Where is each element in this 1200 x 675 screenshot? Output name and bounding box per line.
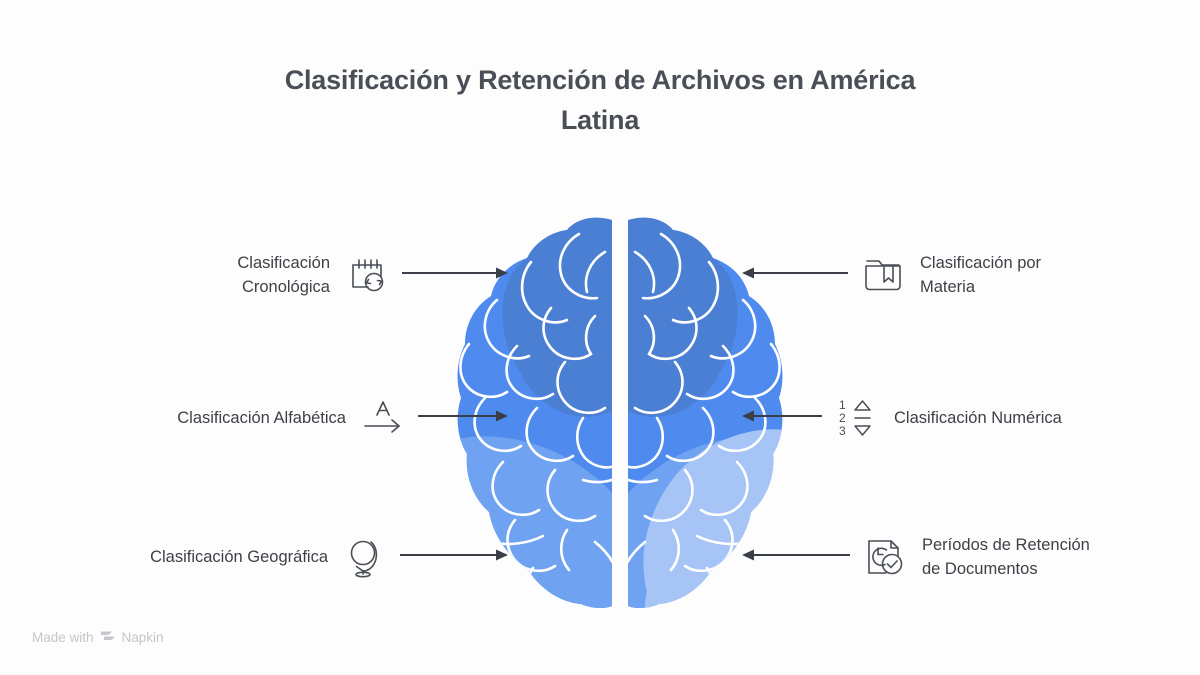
brain-illustration — [455, 212, 785, 612]
folder-bookmark-icon — [860, 252, 906, 298]
sort-alphabetical-icon — [360, 395, 406, 441]
arrow-right-icon — [418, 408, 510, 428]
arrow-right-icon — [402, 265, 510, 285]
watermark-prefix: Made with — [32, 630, 94, 645]
document-clock-check-icon — [862, 534, 908, 580]
row-periodos-de-retencion: Períodos de Retención de Documentos — [740, 522, 1190, 592]
sort-digit-1: 1 — [839, 398, 846, 412]
arrow-left-icon — [740, 408, 822, 428]
arrow-left-icon — [740, 265, 848, 285]
napkin-logo-icon — [100, 629, 116, 646]
sort-digit-3: 3 — [839, 424, 846, 438]
row-clasificacion-geografica: Clasificación Geográfica — [60, 522, 510, 592]
row-clasificacion-por-materia: Clasificación por Materia — [740, 240, 1190, 310]
watermark: Made with Napkin — [32, 629, 164, 646]
page-title-line-1: Clasificación y Retención de Archivos en… — [284, 65, 916, 95]
row-clasificacion-alfabetica: Clasificación Alfabética — [60, 383, 510, 453]
row-clasificacion-numerica: 1 2 3 Clasificación Numérica — [740, 383, 1190, 453]
label-clasificacion-cronologica: Clasificación Cronológica — [237, 254, 330, 296]
label-clasificacion-numerica: Clasificación Numérica — [894, 409, 1062, 427]
sort-numeric-icon: 1 2 3 — [834, 395, 880, 441]
page-title: Clasificación y Retención de Archivos en… — [0, 60, 1200, 140]
watermark-brand: Napkin — [121, 630, 164, 645]
page-title-line-2: Latina — [560, 105, 640, 135]
calendar-refresh-icon — [344, 252, 390, 298]
row-clasificacion-cronologica: Clasificación Cronológica — [60, 240, 510, 310]
sort-digit-2: 2 — [839, 411, 846, 425]
arrow-right-icon — [400, 547, 510, 567]
label-clasificacion-por-materia: Clasificación por Materia — [920, 254, 1042, 296]
label-clasificacion-alfabetica: Clasificación Alfabética — [177, 409, 346, 427]
globe-icon — [342, 534, 388, 580]
label-periodos-de-retencion: Períodos de Retención de Documentos — [922, 536, 1090, 578]
label-clasificacion-geografica: Clasificación Geográfica — [150, 548, 328, 566]
arrow-left-icon — [740, 547, 850, 567]
